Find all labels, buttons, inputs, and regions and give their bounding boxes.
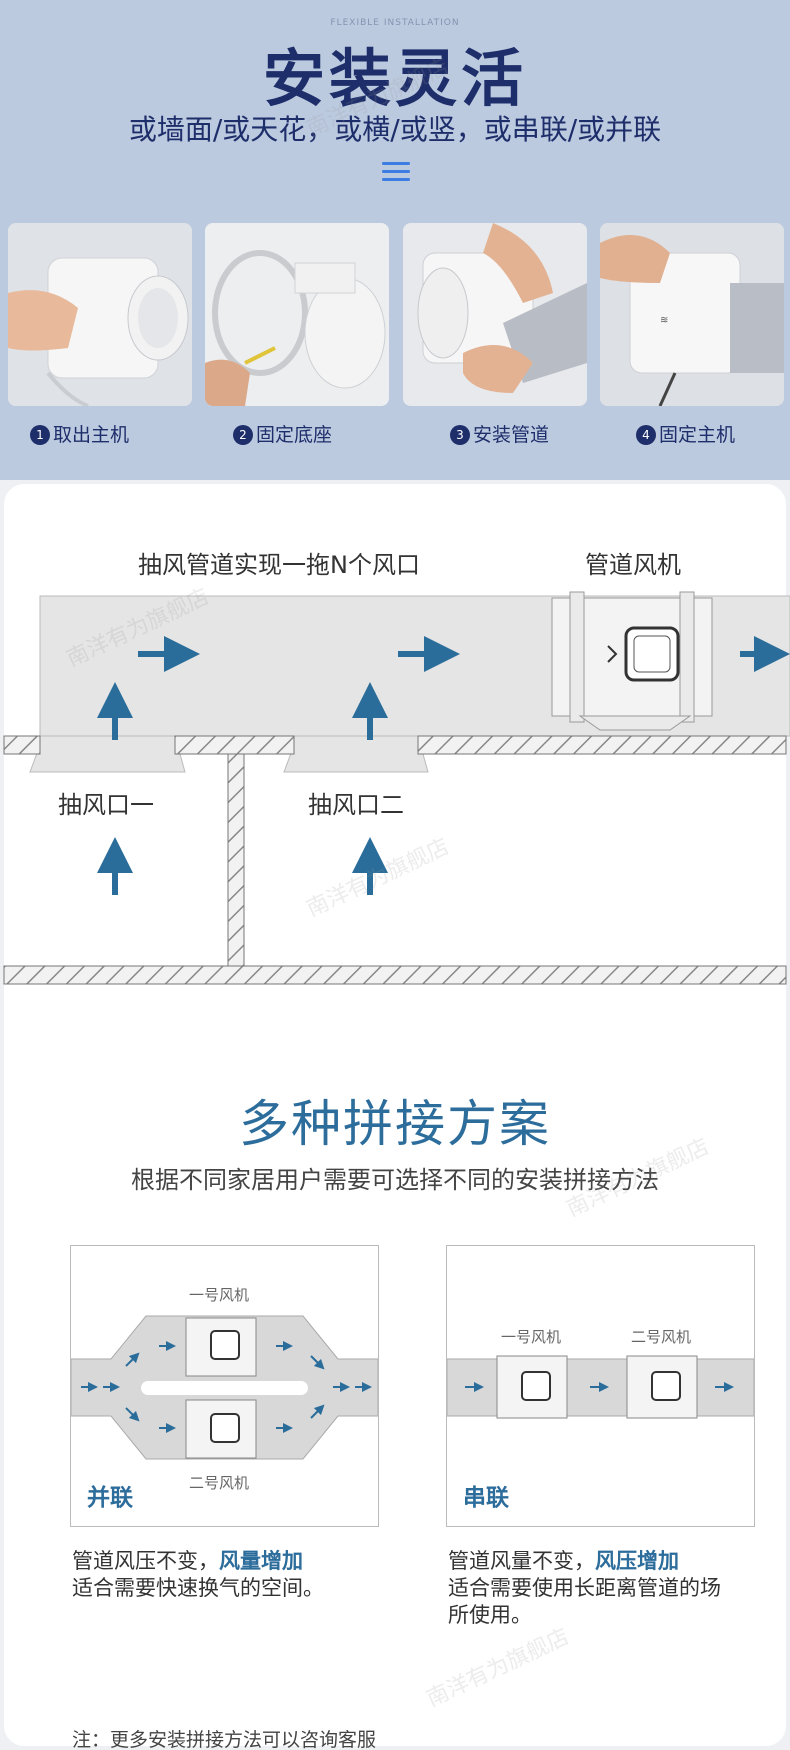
series-diagram [447,1355,754,1419]
step-photo-3 [403,223,587,406]
page-title: 安装灵活 [262,42,527,115]
menu-icon [382,162,410,182]
parallel-fan2-label: 二号风机 [189,1474,250,1492]
vent-2-label: 抽风口二 [308,791,404,819]
step-photo-4: ≋ [600,223,784,406]
ceiling-slab [3,735,41,755]
partition-wall [227,753,245,967]
duct-diagram [3,591,790,985]
series-fan1-label: 一号风机 [501,1328,562,1346]
series-scheme-box: 一号风机 二号风机 串联 [446,1245,755,1527]
footnote: 注：更多安装拼接方法可以咨询客服 [72,1729,377,1750]
en-caption: FLEXIBLE INSTALLATION [330,18,460,28]
ceiling-slab [174,735,295,755]
floor-slab [3,965,787,985]
vent-1-hood [29,735,186,773]
schemes-subtitle: 根据不同家居用户需要可选择不同的安装拼接方法 [131,1166,659,1194]
series-description: 管道风量不变，风压增加 适合需要使用长距离管道的场 所使用。 [448,1549,721,1627]
parallel-description: 管道风压不变，风量增加 适合需要快速换气的空间。 [72,1549,324,1600]
vent-2-hood [283,735,429,773]
series-fan2-label: 二号风机 [631,1328,692,1346]
page-subtitle: 或墙面/或天花，或横/或竖，或串联/或并联 [128,113,662,146]
svg-text:≋: ≋ [660,315,668,326]
install-hero: FLEXIBLE INSTALLATION 安装灵活 或墙面/或天花，或横/或竖… [0,0,790,480]
schemes-title: 多种拼接方案 [239,1095,551,1153]
duct-fan [551,591,713,731]
vent-1-label: 抽风口一 [58,791,154,819]
parallel-diagram [71,1315,378,1460]
airflow-arrows [97,636,790,895]
step-photo-2 [205,223,389,406]
ceiling-slab [417,735,787,755]
parallel-title: 并联 [87,1485,133,1511]
parallel-fan1-label: 一号风机 [189,1286,250,1304]
series-title: 串联 [463,1485,509,1511]
duct-top-label: 抽风管道实现一拖N个风口 [138,551,420,579]
duct-fan-label: 管道风机 [585,551,681,579]
parallel-scheme-box: 一号风机 二号风机 并联 [70,1245,379,1527]
step-photo-1 [8,223,192,406]
